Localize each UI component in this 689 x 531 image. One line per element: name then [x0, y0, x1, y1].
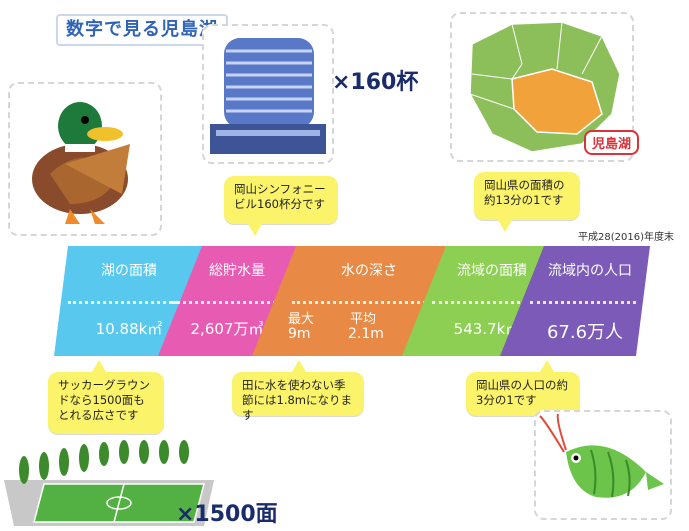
- footnote: 平成28(2016)年度末: [578, 232, 674, 243]
- building-note-bubble: 岡山シンフォニービル160杯分です: [224, 176, 338, 224]
- card-value: 2,607万㎥: [190, 320, 264, 338]
- divider: [172, 301, 282, 304]
- soccer-note-bubble: サッカーグラウンドなら1500面もとれる広さです: [48, 372, 164, 434]
- soccer-bubble-tail: [92, 360, 106, 372]
- building-illustration: [202, 24, 334, 164]
- divider: [68, 301, 190, 304]
- map-label: 児島湖: [584, 130, 640, 155]
- card-value: 543.7k㎡: [453, 320, 521, 338]
- soccer-field-illustration: [4, 440, 214, 526]
- area-note-bubble: 岡山県の面積の約13分の1です: [474, 172, 580, 220]
- field-count: ×1500面: [176, 502, 278, 527]
- area-bubble-tail: [498, 220, 512, 232]
- card-lake-area: 湖の面積 10.88k㎡: [54, 246, 204, 356]
- card-value: 10.88k㎡: [95, 320, 163, 338]
- divider: [292, 301, 432, 304]
- card-heading: 流域内の人口: [548, 263, 632, 279]
- card-heading: 湖の面積: [101, 263, 157, 279]
- card-total-storage: 総貯水量 2,607万㎥: [158, 246, 296, 356]
- card-water-depth: 水の深さ 最大 9m 平均 2.1m: [252, 246, 446, 356]
- depth-max-label: 最大: [288, 312, 315, 327]
- pop-bubble-tail: [540, 360, 554, 372]
- card-heading: 水の深さ: [341, 263, 397, 279]
- depth-max-value: 9m: [288, 326, 311, 342]
- card-value: 67.6万人: [546, 322, 624, 343]
- card-heading: 流域の面積: [457, 263, 527, 279]
- depth-avg-label: 平均: [350, 312, 377, 327]
- divider: [432, 301, 538, 304]
- shrimp-illustration: [534, 410, 672, 520]
- page-title: 数字で見る児島湖: [56, 14, 228, 46]
- pop-note-bubble: 岡山県の人口の約3分の1です: [466, 372, 580, 416]
- card-heading: 総貯水量: [209, 263, 265, 279]
- building-bubble-tail: [248, 224, 262, 236]
- rice-note-bubble: 田に水を使わない季節には1.8mになります: [232, 372, 364, 422]
- duck-illustration: [8, 82, 162, 236]
- divider: [530, 301, 636, 304]
- depth-avg-value: 2.1m: [348, 326, 384, 342]
- card-basin-population: 流域内の人口 67.6万人: [500, 246, 650, 356]
- building-count: ×160杯: [332, 70, 419, 95]
- rice-bubble-tail: [292, 360, 306, 372]
